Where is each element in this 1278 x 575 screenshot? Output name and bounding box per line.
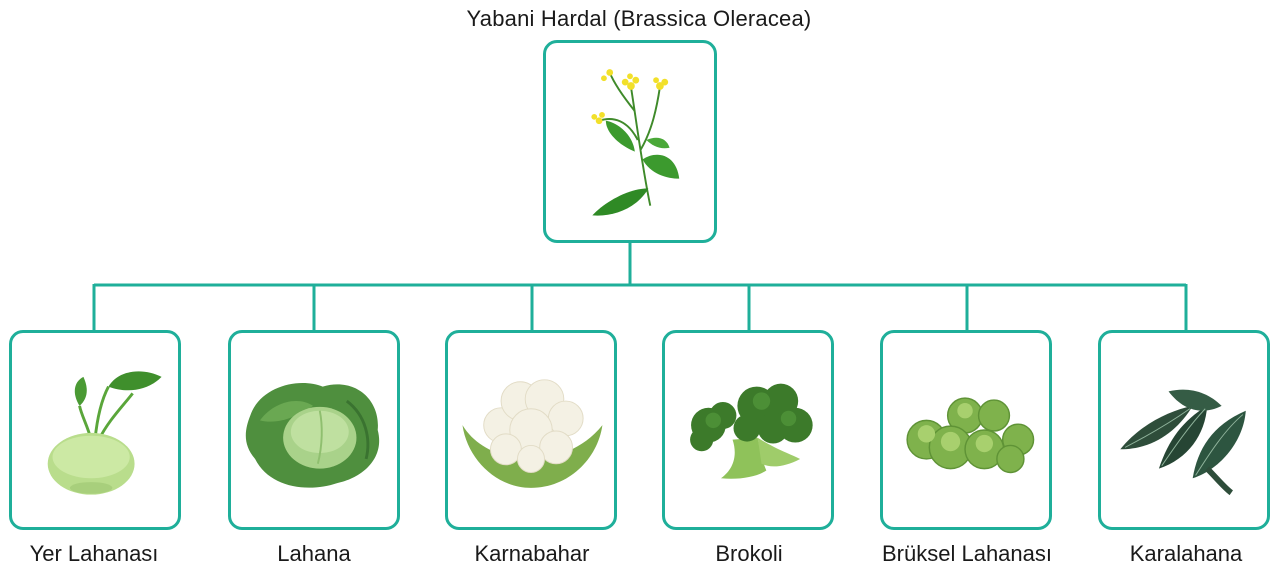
cabbage-icon bbox=[231, 333, 397, 527]
child-label-5: Brüksel Lahanası bbox=[857, 541, 1077, 567]
wild-mustard-plant-icon bbox=[546, 43, 714, 240]
child-node-box-1 bbox=[9, 330, 181, 530]
child-label-3: Karnabahar bbox=[422, 541, 642, 567]
child-node-box-3 bbox=[445, 330, 617, 530]
broccoli-icon bbox=[665, 333, 831, 527]
root-node-box bbox=[543, 40, 717, 243]
brussels-sprouts-icon bbox=[883, 333, 1049, 527]
child-label-6: Karalahana bbox=[1076, 541, 1278, 567]
child-node-box-5 bbox=[880, 330, 1052, 530]
child-node-box-6 bbox=[1098, 330, 1270, 530]
child-label-2: Lahana bbox=[204, 541, 424, 567]
child-label-4: Brokoli bbox=[639, 541, 859, 567]
child-node-box-4 bbox=[662, 330, 834, 530]
kale-icon bbox=[1101, 333, 1267, 527]
kohlrabi-icon bbox=[12, 333, 178, 527]
child-node-box-2 bbox=[228, 330, 400, 530]
child-label-1: Yer Lahanası bbox=[0, 541, 204, 567]
cauliflower-icon bbox=[448, 333, 614, 527]
